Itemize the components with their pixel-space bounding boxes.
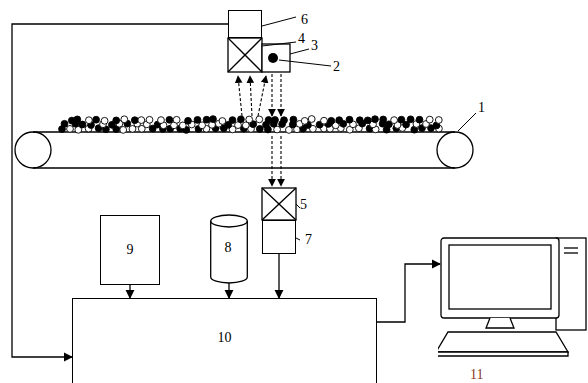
callout-number: 2 [333, 60, 340, 74]
signal-arrow [278, 254, 279, 298]
callout-number: 5 [300, 198, 307, 212]
callout-number: 6 [301, 13, 308, 27]
leader-lines [262, 17, 476, 240]
ore-particles [59, 116, 443, 134]
callout-number: 7 [305, 233, 312, 247]
signal-arrow [129, 285, 130, 298]
block-label: 10 [218, 331, 232, 345]
control-unit-box: 7 [262, 220, 296, 254]
computer-node: 11 [438, 236, 588, 383]
control-unit-box: 6 [228, 10, 262, 38]
block-label: 8 [225, 241, 232, 255]
source-box [262, 44, 290, 72]
signal-arrow [377, 264, 440, 322]
detector-box [262, 188, 296, 220]
block-box: 9 [100, 215, 160, 285]
processing-box: 10 [72, 298, 377, 383]
signal-arrow [228, 283, 229, 298]
callout-number: 11 [470, 368, 483, 382]
radiation-rays [238, 74, 281, 186]
detector-box [228, 38, 262, 72]
storage-cylinder: 8 [210, 215, 248, 283]
block-label: 9 [127, 243, 134, 257]
callout-number: 4 [298, 32, 305, 46]
callout-number: 1 [478, 101, 485, 115]
callout-number: 3 [311, 39, 318, 53]
conveyor-belt [15, 132, 473, 168]
computer-icon [438, 236, 588, 383]
